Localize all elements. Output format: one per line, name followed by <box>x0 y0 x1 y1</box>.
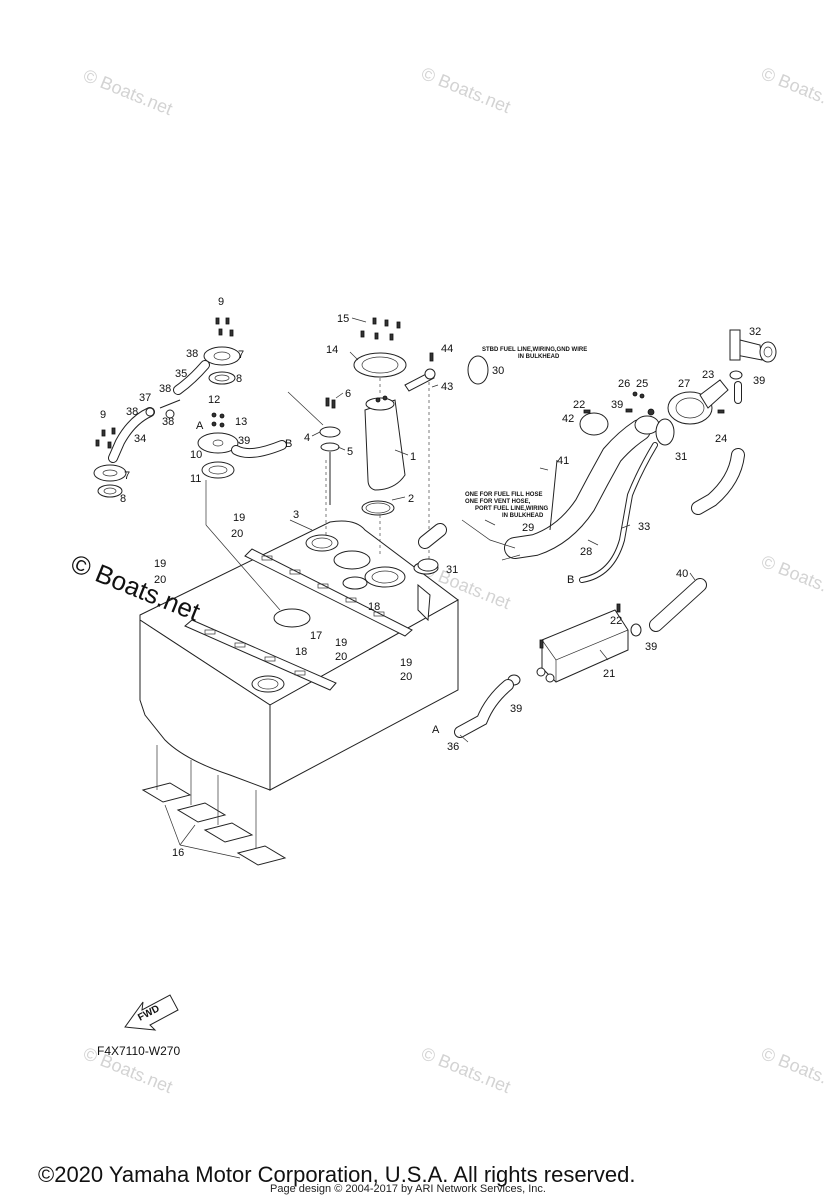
mounting-pads <box>141 745 287 866</box>
canister <box>417 523 707 738</box>
ref-b: B <box>285 438 292 450</box>
grommet-30 <box>467 355 489 385</box>
ref-a: A <box>432 724 440 736</box>
callout-20d: 20 <box>400 671 412 683</box>
note-port-line-1: ONE FOR FUEL FILL HOSE <box>465 492 542 498</box>
fitting-43-44 <box>404 352 436 392</box>
left-fittings <box>93 317 287 611</box>
callout-31b: 31 <box>446 564 458 576</box>
watermark: © Boats.net <box>81 65 176 119</box>
callout-25: 25 <box>636 378 648 390</box>
page-design-credit: Page design © 2004-2017 by ARI Network S… <box>270 1183 546 1195</box>
vent-fitting <box>729 329 777 404</box>
callout-19b: 19 <box>154 558 166 570</box>
fwd-arrow: FWD <box>124 994 179 1031</box>
callout-8a: 8 <box>236 373 242 385</box>
callout-16: 16 <box>172 847 184 859</box>
callout-22a: 22 <box>573 399 585 411</box>
watermark: © Boats.net <box>759 1043 824 1097</box>
callout-39c: 39 <box>753 375 765 387</box>
note-stbd-line-1: STBD FUEL LINE,WIRING,GND WIRE <box>482 347 587 353</box>
copyright-notice: ©2020 Yamaha Motor Corporation, U.S.A. A… <box>38 1162 636 1187</box>
watermark: © Boats.net <box>419 63 514 117</box>
callout-9b: 9 <box>100 409 106 421</box>
leader-lines <box>289 317 696 743</box>
fuel-tank <box>139 520 459 791</box>
callout-12: 12 <box>208 394 220 406</box>
callout-38b: 38 <box>159 383 171 395</box>
callout-20a: 20 <box>231 528 243 540</box>
callout-18b: 18 <box>295 646 307 658</box>
callout-10: 10 <box>190 449 202 461</box>
callout-5: 5 <box>347 446 353 458</box>
callout-14: 14 <box>326 344 338 356</box>
callout-39e: 39 <box>510 703 522 715</box>
callout-39b: 39 <box>611 399 623 411</box>
callout-3: 3 <box>293 509 299 521</box>
callout-19c: 19 <box>335 637 347 649</box>
callout-19a: 19 <box>233 512 245 524</box>
callout-17: 17 <box>310 630 322 642</box>
callout-38c: 38 <box>126 406 138 418</box>
watermark: © Boats.net <box>759 551 824 605</box>
ref-a: A <box>196 420 204 432</box>
callout-33: 33 <box>638 521 650 533</box>
callout-31a: 31 <box>675 451 687 463</box>
callout-24: 24 <box>715 433 727 445</box>
callout-23: 23 <box>702 369 714 381</box>
diagram-code: F4X7110-W270 <box>97 1044 181 1058</box>
callout-2: 2 <box>408 493 414 505</box>
callout-6: 6 <box>345 388 351 400</box>
callout-39a: 39 <box>238 435 250 447</box>
filler-assembly <box>504 379 745 583</box>
callout-42: 42 <box>562 413 574 425</box>
callout-19d: 19 <box>400 657 412 669</box>
callout-43: 43 <box>441 381 453 393</box>
callout-7b: 7 <box>124 470 130 482</box>
callout-39d: 39 <box>645 641 657 653</box>
callout-21: 21 <box>603 668 615 680</box>
ref-b: B <box>567 574 574 586</box>
callout-41: 41 <box>557 455 569 467</box>
callout-28: 28 <box>580 546 592 558</box>
callout-20c: 20 <box>335 651 347 663</box>
note-port-line-3: PORT FUEL LINE,WIRING <box>475 506 549 512</box>
watermarks: © Boats.net © Boats.net © Boats.net © Bo… <box>81 63 824 1097</box>
note-port-line-2: ONE FOR VENT HOSE, <box>465 499 531 505</box>
callout-9a: 9 <box>218 296 224 308</box>
callout-38a: 38 <box>186 348 198 360</box>
callout-8b: 8 <box>120 493 126 505</box>
callout-4: 4 <box>304 432 310 444</box>
callout-34: 34 <box>134 433 146 445</box>
callout-20b: 20 <box>154 574 166 586</box>
callout-40: 40 <box>676 568 688 580</box>
note-port-line-4: IN BULKHEAD <box>502 513 544 519</box>
callout-7a: 7 <box>238 349 244 361</box>
watermark: © Boats.net <box>759 63 824 117</box>
callout-32: 32 <box>749 326 761 338</box>
callout-30: 30 <box>492 365 504 377</box>
callout-11: 11 <box>190 473 201 485</box>
callout-1: 1 <box>410 451 416 463</box>
callout-35: 35 <box>175 368 187 380</box>
fuel-pump-assembly <box>353 317 430 560</box>
bulkhead-notes: STBD FUEL LINE,WIRING,GND WIRE IN BULKHE… <box>461 347 587 549</box>
callout-18a: 18 <box>368 601 380 613</box>
callout-13: 13 <box>235 416 247 428</box>
watermark: © Boats.net <box>419 1043 514 1097</box>
callout-44: 44 <box>441 343 453 355</box>
callout-labels: 1 2 3 4 5 6 7 7 8 8 9 9 10 11 12 13 14 1… <box>100 296 765 859</box>
callout-37: 37 <box>139 392 151 404</box>
callout-38d: 38 <box>162 416 174 428</box>
callout-22b: 22 <box>610 615 622 627</box>
callout-15: 15 <box>337 313 349 325</box>
callout-27: 27 <box>678 378 690 390</box>
callout-29: 29 <box>522 522 534 534</box>
note-stbd-line-2: IN BULKHEAD <box>518 354 560 360</box>
callout-36: 36 <box>447 741 459 753</box>
callout-26: 26 <box>618 378 630 390</box>
